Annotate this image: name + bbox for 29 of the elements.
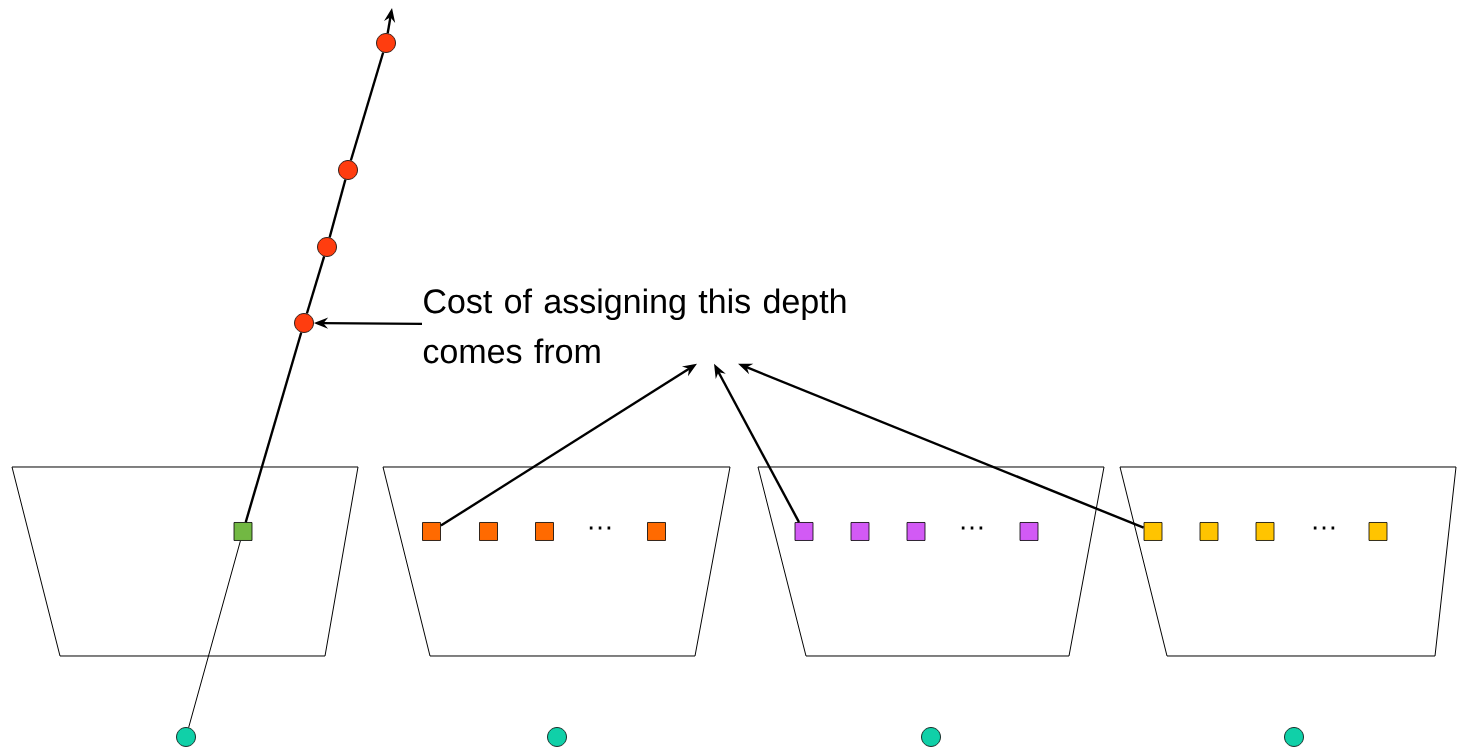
image-plane (757, 466, 1105, 657)
circle (294, 313, 314, 333)
square (1143, 522, 1163, 541)
square (1368, 522, 1388, 541)
circle (338, 160, 358, 180)
square (906, 522, 926, 541)
circle (317, 237, 337, 257)
text-label: Cost of assigning this depth comes from (423, 288, 846, 364)
image-plane (11, 466, 359, 657)
square (422, 522, 441, 541)
circle (1284, 727, 1304, 747)
image-plane (1119, 466, 1457, 657)
square (1255, 522, 1275, 541)
circle (921, 727, 941, 747)
circle (376, 33, 396, 53)
square (850, 522, 870, 541)
ellipsis: … (589, 526, 611, 530)
square (647, 522, 666, 541)
square (535, 522, 554, 541)
square (1199, 522, 1219, 541)
square (479, 522, 498, 541)
square (794, 522, 814, 541)
square (233, 522, 253, 541)
ellipsis: … (1313, 526, 1335, 530)
ellipsis: … (961, 526, 983, 530)
square (1019, 522, 1039, 541)
image-plane (382, 466, 731, 657)
circle (176, 727, 196, 747)
circle (547, 727, 567, 747)
